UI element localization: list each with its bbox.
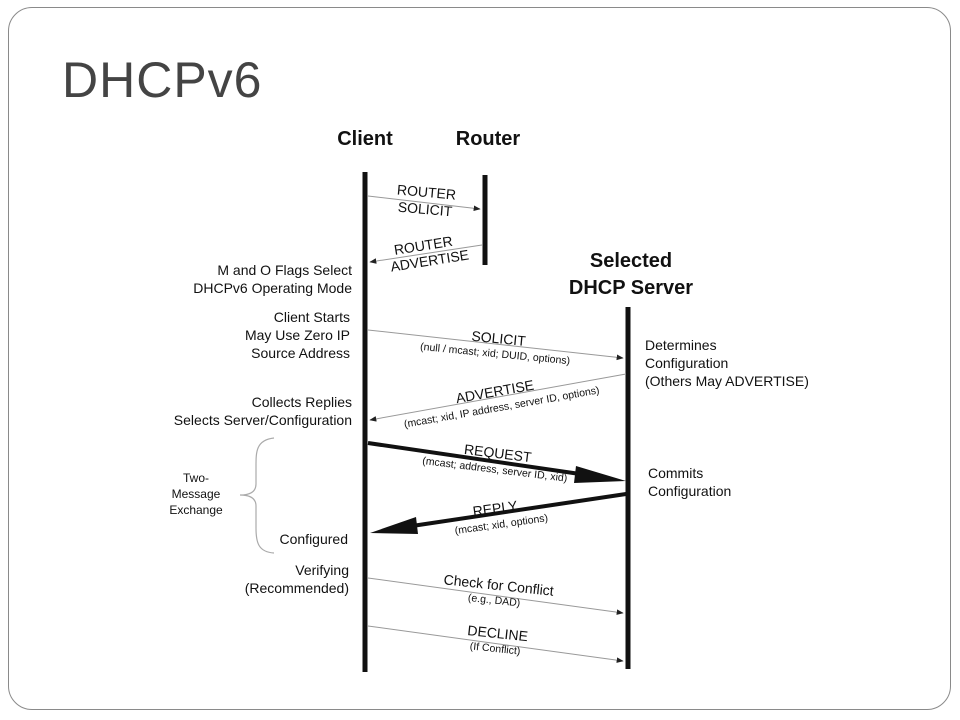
svg-text:DECLINE: DECLINE <box>467 622 529 644</box>
server-note-determines: Determines Configuration (Others May ADV… <box>645 337 809 389</box>
server-lane-title-line2: DHCP Server <box>569 277 693 299</box>
request-arrow <box>367 441 581 476</box>
svg-text:Commits: Commits <box>648 465 703 481</box>
svg-text:SOLICIT: SOLICIT <box>471 328 527 349</box>
client-note-verifying: Verifying (Recommended) <box>245 562 349 596</box>
solicit-label: SOLICIT (null / mcast; xid; DUID, option… <box>420 328 571 367</box>
svg-text:Message: Message <box>172 487 221 501</box>
client-note-starts: Client Starts May Use Zero IP Source Add… <box>245 309 350 361</box>
server-lane-title-line1: Selected <box>590 250 672 272</box>
router-lane-title: Router <box>456 128 521 150</box>
reply-label: REPLY (mcast; xid, options) <box>454 497 549 537</box>
router-advertise-label: ROUTER ADVERTISE <box>389 233 470 275</box>
server-note-commits: Commits Configuration <box>648 465 731 499</box>
router-solicit-label: ROUTER SOLICIT <box>396 181 456 220</box>
request-arrowhead <box>574 466 626 483</box>
svg-text:May Use Zero IP: May Use Zero IP <box>245 327 350 343</box>
svg-text:(Others May ADVERTISE): (Others May ADVERTISE) <box>645 373 809 389</box>
svg-text:Configuration: Configuration <box>648 483 731 499</box>
reply-arrowhead <box>370 517 418 534</box>
solicit-arrow <box>367 329 624 361</box>
slide-title: DHCPv6 <box>62 52 263 108</box>
client-note-configured: Configured <box>280 531 349 547</box>
svg-text:Exchange: Exchange <box>169 503 223 517</box>
svg-text:Client Starts: Client Starts <box>274 309 350 325</box>
svg-text:Two-: Two- <box>183 471 209 485</box>
client-lane-title: Client <box>337 128 393 150</box>
two-message-brace <box>239 437 275 554</box>
decline-arrow <box>367 625 624 663</box>
advertise-label: ADVERTISE (mcast; xid, IP address, serve… <box>403 377 600 431</box>
svg-text:Collects Replies: Collects Replies <box>252 394 352 410</box>
reply-arrow <box>411 492 627 528</box>
router-advertise-arrow <box>369 244 483 264</box>
advertise-arrow <box>369 373 627 422</box>
request-label: REQUEST (mcast; address, server ID, xid) <box>422 441 568 485</box>
svg-text:SOLICIT: SOLICIT <box>397 199 453 220</box>
svg-text:(e.g., DAD): (e.g., DAD) <box>467 592 520 609</box>
brace-label: Two- Message Exchange <box>169 471 223 517</box>
router-solicit-arrow <box>367 195 481 212</box>
svg-text:Determines: Determines <box>645 337 717 353</box>
svg-text:Configuration: Configuration <box>645 355 728 371</box>
decline-label: DECLINE (If Conflict) <box>467 622 529 658</box>
svg-text:REPLY: REPLY <box>472 497 519 519</box>
client-note-flags: M and O Flags Select DHCPv6 Operating Mo… <box>193 262 352 296</box>
svg-text:DHCPv6 Operating Mode: DHCPv6 Operating Mode <box>193 280 352 296</box>
svg-text:Source Address: Source Address <box>251 345 350 361</box>
svg-text:M and O Flags Select: M and O Flags Select <box>217 262 352 278</box>
svg-text:Selects Server/Configuration: Selects Server/Configuration <box>174 412 352 428</box>
svg-text:Verifying: Verifying <box>295 562 349 578</box>
check-conflict-label: Check for Conflict (e.g., DAD) <box>443 571 555 609</box>
client-note-collects: Collects Replies Selects Server/Configur… <box>174 394 352 428</box>
svg-text:(If Conflict): (If Conflict) <box>469 640 521 657</box>
svg-text:(Recommended): (Recommended) <box>245 580 349 596</box>
check-conflict-arrow <box>367 577 624 615</box>
svg-text:ROUTER: ROUTER <box>396 181 456 202</box>
